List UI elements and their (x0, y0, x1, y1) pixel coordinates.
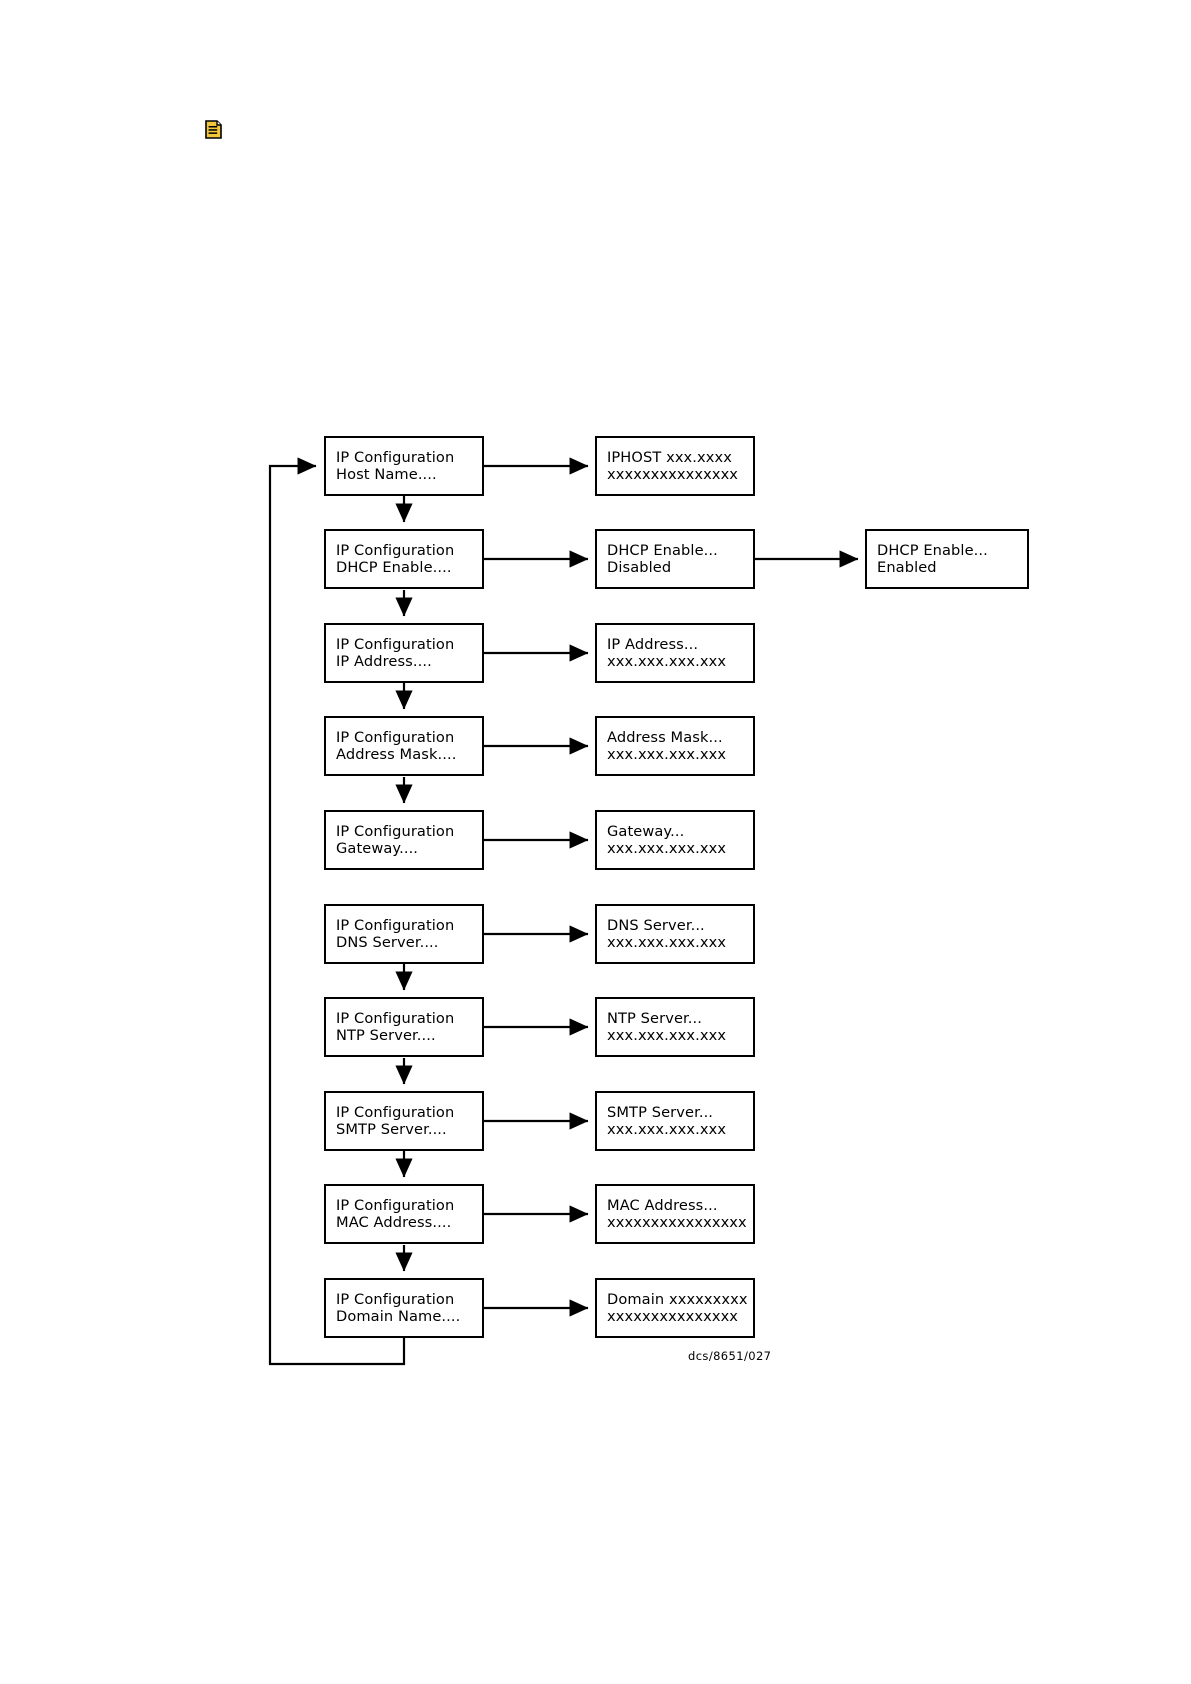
menu-line-2: NTP Server.... (336, 1027, 436, 1044)
detail-line-1: NTP Server... (607, 1009, 703, 1027)
detail-line-2: Disabled (607, 559, 672, 576)
menu-line-2: MAC Address.... (336, 1214, 452, 1231)
menu-line-2: Domain Name.... (336, 1308, 461, 1325)
note-document-icon (205, 120, 222, 139)
menu-box-smtp-server[interactable]: IP Configuration SMTP Server.... (324, 1091, 484, 1151)
detail-box-ntp-server[interactable]: NTP Server... xxx.xxx.xxx.xxx (595, 997, 755, 1057)
detail-line-1: DNS Server... (607, 916, 705, 934)
detail-box-ip-address[interactable]: IP Address... xxx.xxx.xxx.xxx (595, 623, 755, 683)
menu-line-1: IP Configuration (336, 541, 455, 559)
detail-box-address-mask[interactable]: Address Mask... xxx.xxx.xxx.xxx (595, 716, 755, 776)
detail-line-2: xxxxxxxxxxxxxxxx (607, 1214, 747, 1231)
detail-line-2: xxxxxxxxxxxxxxx (607, 1308, 739, 1325)
detail-line-1: MAC Address... (607, 1196, 718, 1214)
menu-line-2: DNS Server.... (336, 934, 439, 951)
detail-line-1: DHCP Enable... (607, 541, 718, 559)
menu-line-2: SMTP Server.... (336, 1121, 447, 1138)
menu-line-1: IP Configuration (336, 822, 455, 840)
figure-reference-caption: dcs/8651/027 (688, 1349, 772, 1363)
detail-line-1: IPHOST xxx.xxxx (607, 448, 732, 466)
detail-line-1: Domain xxxxxxxxx (607, 1290, 748, 1308)
menu-line-2: Host Name.... (336, 466, 437, 483)
menu-line-1: IP Configuration (336, 1290, 455, 1308)
detail-box-dns-server[interactable]: DNS Server... xxx.xxx.xxx.xxx (595, 904, 755, 964)
detail-line-2: xxxxxxxxxxxxxxx (607, 466, 739, 483)
menu-line-1: IP Configuration (336, 916, 455, 934)
extra-line-1: DHCP Enable... (877, 541, 988, 559)
menu-line-1: IP Configuration (336, 1196, 455, 1214)
detail-line-2: xxx.xxx.xxx.xxx (607, 746, 727, 763)
detail-line-2: xxx.xxx.xxx.xxx (607, 840, 727, 857)
menu-box-dhcp-enable[interactable]: IP Configuration DHCP Enable.... (324, 529, 484, 589)
detail-line-1: SMTP Server... (607, 1103, 714, 1121)
menu-box-host-name[interactable]: IP Configuration Host Name.... (324, 436, 484, 496)
menu-box-domain-name[interactable]: IP Configuration Domain Name.... (324, 1278, 484, 1338)
detail-line-2: xxx.xxx.xxx.xxx (607, 1027, 727, 1044)
detail-line-1: Address Mask... (607, 728, 723, 746)
menu-box-ip-address[interactable]: IP Configuration IP Address.... (324, 623, 484, 683)
detail-line-2: xxx.xxx.xxx.xxx (607, 934, 727, 951)
menu-line-2: DHCP Enable.... (336, 559, 452, 576)
extra-line-2: Enabled (877, 559, 937, 576)
menu-box-dns-server[interactable]: IP Configuration DNS Server.... (324, 904, 484, 964)
detail-box-mac-address[interactable]: MAC Address... xxxxxxxxxxxxxxxx (595, 1184, 755, 1244)
detail-box-smtp-server[interactable]: SMTP Server... xxx.xxx.xxx.xxx (595, 1091, 755, 1151)
detail-box-gateway[interactable]: Gateway... xxx.xxx.xxx.xxx (595, 810, 755, 870)
menu-box-address-mask[interactable]: IP Configuration Address Mask.... (324, 716, 484, 776)
menu-line-1: IP Configuration (336, 728, 455, 746)
menu-line-2: IP Address.... (336, 653, 432, 670)
menu-line-2: Address Mask.... (336, 746, 457, 763)
detail-box-dhcp-disabled[interactable]: DHCP Enable... Disabled (595, 529, 755, 589)
detail-line-1: IP Address... (607, 635, 699, 653)
menu-line-1: IP Configuration (336, 635, 455, 653)
menu-line-2: Gateway.... (336, 840, 419, 857)
menu-box-gateway[interactable]: IP Configuration Gateway.... (324, 810, 484, 870)
menu-line-1: IP Configuration (336, 1103, 455, 1121)
detail-box-dhcp-enabled[interactable]: DHCP Enable... Enabled (865, 529, 1029, 589)
detail-line-1: Gateway... (607, 822, 685, 840)
ip-configuration-flowchart: IP Configuration Host Name.... IPHOST xx… (240, 418, 1060, 1398)
detail-line-2: xxx.xxx.xxx.xxx (607, 1121, 727, 1138)
return-loop-arrow (268, 457, 406, 1366)
menu-box-ntp-server[interactable]: IP Configuration NTP Server.... (324, 997, 484, 1057)
menu-box-mac-address[interactable]: IP Configuration MAC Address.... (324, 1184, 484, 1244)
menu-line-1: IP Configuration (336, 448, 455, 466)
detail-line-2: xxx.xxx.xxx.xxx (607, 653, 727, 670)
detail-box-host-name[interactable]: IPHOST xxx.xxxx xxxxxxxxxxxxxxx (595, 436, 755, 496)
menu-line-1: IP Configuration (336, 1009, 455, 1027)
flowchart-connectors (268, 457, 859, 1366)
detail-box-domain-name[interactable]: Domain xxxxxxxxx xxxxxxxxxxxxxxx (595, 1278, 755, 1338)
